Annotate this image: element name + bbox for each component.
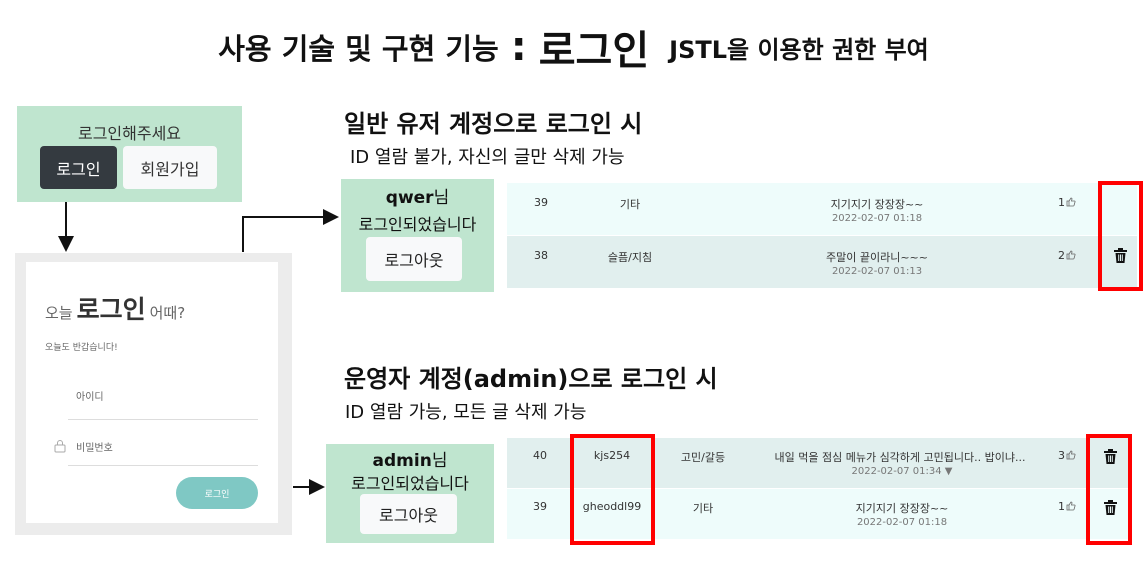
form-title-post: 어때? (149, 304, 186, 322)
highlight-box-delete-user (1098, 181, 1143, 291)
password-input-underline (68, 465, 258, 466)
user-section-heading: 일반 유저 계정으로 로그인 시 (344, 110, 643, 138)
table-row[interactable]: 39 gheoddl99 기타 지기지기 장장장~~ 2022-02-07 01… (507, 489, 1131, 539)
form-title-main: 로그인 (76, 295, 146, 324)
post-likes[interactable]: 3 (1055, 449, 1079, 462)
admin-username: admin (372, 451, 432, 471)
id-input-underline (68, 419, 258, 420)
post-title[interactable]: 주말이 끝이라니~~~ (826, 251, 928, 264)
user-section-desc: ID 열람 불가, 자신의 글만 삭제 가능 (350, 147, 625, 168)
like-count: 3 (1058, 449, 1065, 462)
like-count: 1 (1058, 500, 1065, 513)
post-category: 기타 (619, 198, 641, 211)
post-date: 2022-02-07 01:34 ▼ (851, 466, 953, 477)
id-input[interactable]: 아이디 (76, 392, 104, 403)
like-count: 1 (1058, 196, 1065, 209)
post-likes[interactable]: 1 (1055, 196, 1079, 209)
post-number: 40 (533, 449, 547, 462)
user-logout-button[interactable]: 로그아웃 (366, 237, 462, 281)
post-date: 2022-02-07 01:18 (831, 213, 923, 224)
post-likes[interactable]: 2 (1055, 249, 1079, 262)
post-writer: kjs254 (593, 449, 631, 462)
highlight-box-writer (570, 434, 655, 545)
post-title[interactable]: 내일 먹을 점심 메뉴가 심각하게 고민됩니다.. 밥이냐... (774, 451, 1026, 464)
post-likes[interactable]: 1 (1055, 500, 1079, 513)
thumbs-up-icon (1066, 197, 1076, 207)
login-prompt-message: 로그인해주세요 (77, 124, 182, 143)
post-title[interactable]: 지기지기 장장장~~ (855, 502, 949, 515)
post-category: 슬픔/지침 (607, 251, 653, 264)
arrow-to-user (242, 209, 339, 252)
trash-icon[interactable] (1104, 500, 1117, 515)
admin-logged-msg: 로그인되었습니다 (351, 474, 469, 493)
post-writer: gheoddl99 (582, 500, 642, 513)
trash-icon[interactable] (1114, 248, 1127, 263)
password-input[interactable]: 비밀번호 (76, 443, 113, 454)
title-colon: : (510, 24, 527, 70)
post-category: 기타 (692, 502, 714, 515)
user-username: qwer (385, 188, 434, 208)
login-prompt-box: 로그인해주세요 로그인 회원가입 (17, 106, 242, 202)
admin-section-desc: ID 열람 가능, 모든 글 삭제 가능 (345, 402, 587, 423)
title-detail: JSTL을 이용한 권한 부여 (669, 35, 929, 64)
form-subtitle: 오늘도 반갑습니다! (45, 343, 118, 353)
table-row[interactable]: 39 기타 지기지기 장장장~~ 2022-02-07 01:18 1 (507, 183, 1137, 235)
admin-logout-button[interactable]: 로그아웃 (360, 494, 457, 534)
highlight-box-delete-admin (1086, 434, 1132, 545)
post-number: 39 (533, 500, 547, 513)
like-count: 2 (1058, 249, 1065, 262)
trash-icon[interactable] (1104, 449, 1117, 464)
user-logged-box: qwer님 로그인되었습니다 로그아웃 (341, 179, 494, 292)
admin-greeting: admin님 (326, 446, 494, 471)
post-title[interactable]: 지기지기 장장장~~ (830, 198, 924, 211)
table-row[interactable]: 40 kjs254 고민/갈등 내일 먹을 점심 메뉴가 심각하게 고민됩니다.… (507, 438, 1131, 488)
thumbs-up-icon (1066, 450, 1076, 460)
thumbs-up-icon (1066, 250, 1076, 260)
title-main: 사용 기술 및 구현 기능 (218, 32, 499, 66)
form-login-button[interactable]: 로그인 (176, 477, 258, 509)
lock-icon (54, 440, 66, 453)
slide-title: 사용 기술 및 구현 기능:로그인 JSTL을 이용한 권한 부여 (0, 18, 1147, 78)
login-button[interactable]: 로그인 (40, 146, 117, 189)
post-date: 2022-02-07 01:13 (831, 266, 923, 277)
post-number: 39 (534, 196, 548, 209)
user-suffix: 님 (433, 188, 450, 208)
user-logged-msg: 로그인되었습니다 (358, 215, 477, 234)
post-number: 38 (534, 249, 548, 262)
user-greeting: qwer님 (341, 183, 494, 208)
form-title-pre: 오늘 (45, 304, 73, 322)
join-button[interactable]: 회원가입 (123, 146, 217, 189)
admin-section-heading: 운영자 계정(admin)으로 로그인 시 (344, 365, 718, 393)
table-row[interactable]: 38 슬픔/지침 주말이 끝이라니~~~ 2022-02-07 01:13 2 (507, 236, 1137, 288)
admin-logged-box: admin님 로그인되었습니다 로그아웃 (326, 444, 494, 543)
thumbs-up-icon (1066, 501, 1076, 511)
post-date: 2022-02-07 01:18 (856, 517, 948, 528)
admin-suffix: 님 (431, 451, 448, 471)
post-category: 고민/갈등 (680, 451, 726, 464)
title-feature: 로그인 (538, 28, 650, 74)
